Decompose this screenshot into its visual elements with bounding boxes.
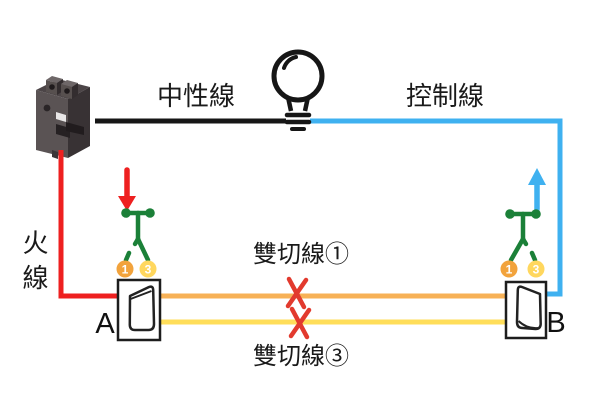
live-wire bbox=[58, 150, 119, 299]
breaker-toggle-lever bbox=[66, 122, 84, 135]
terminal-badge-circle bbox=[116, 260, 134, 278]
switch-b-contact-symbol bbox=[505, 209, 541, 263]
closed-leg bbox=[508, 236, 526, 263]
switch-a-terminal-1-badge: 1 bbox=[116, 260, 134, 278]
switch-b-rocker-bevel bbox=[517, 320, 539, 330]
cross-stroke bbox=[288, 307, 312, 339]
cross-mark-traveler-1 bbox=[285, 276, 309, 310]
rocker-switch-a bbox=[116, 278, 162, 342]
bulb-globe bbox=[271, 49, 325, 103]
breaker-screw bbox=[49, 84, 55, 90]
open-leg-dash bbox=[529, 250, 538, 263]
control-wire bbox=[310, 118, 563, 297]
breaker-terminal bbox=[46, 76, 63, 83]
traveler-3-label: 雙切線③ bbox=[253, 343, 349, 370]
terminal-badge-number: 1 bbox=[506, 263, 513, 277]
terminal-badge-number: 3 bbox=[533, 263, 540, 277]
breaker-label-slot bbox=[56, 112, 66, 122]
terminal-badge-number: 3 bbox=[145, 263, 152, 277]
contact-dot bbox=[145, 208, 155, 218]
live-wire-label: 火線 bbox=[19, 229, 48, 299]
bulb-neck bbox=[302, 96, 311, 112]
switch-b-terminal-1-badge: 1 bbox=[500, 260, 518, 278]
switch-a-rocker-bevel bbox=[130, 290, 152, 300]
breaker-terminal bbox=[61, 80, 78, 87]
rocker-switch-b bbox=[504, 280, 548, 340]
switch-a-rocker bbox=[128, 285, 156, 332]
open-leg-dash bbox=[123, 250, 132, 263]
cross-stroke bbox=[285, 277, 309, 309]
light-bulb-icon bbox=[271, 49, 325, 131]
breaker-screw bbox=[64, 88, 70, 94]
arrow-head-down-icon bbox=[118, 196, 136, 211]
open-leg-stub bbox=[520, 236, 529, 247]
terminal-badge-circle bbox=[500, 260, 518, 278]
closed-leg bbox=[135, 236, 151, 263]
terminal-badge-circle bbox=[527, 260, 545, 278]
switch-a-label: A bbox=[95, 308, 115, 340]
switch-a-terminal-3-badge: 3 bbox=[139, 260, 157, 278]
neutral-wire-label: 中性線 bbox=[157, 82, 235, 111]
current-up-arrow bbox=[528, 168, 546, 212]
terminal-badge-circle bbox=[139, 260, 157, 278]
control-wire-label: 控制線 bbox=[406, 82, 484, 111]
breaker-screw bbox=[43, 104, 51, 112]
switch-b-terminal-3-badge: 3 bbox=[527, 260, 545, 278]
switch-a-contact-symbol bbox=[121, 208, 155, 263]
current-down-arrow bbox=[118, 167, 136, 211]
breaker-side-face bbox=[68, 87, 90, 158]
contact-dot bbox=[531, 209, 541, 219]
bulb-neck bbox=[285, 96, 294, 112]
circuit-breaker-icon bbox=[36, 76, 90, 159]
switch-b-label: B bbox=[546, 307, 565, 339]
breaker-tab bbox=[52, 150, 58, 159]
traveler-1-label: 雙切線① bbox=[253, 241, 349, 268]
arrow-head-up-icon bbox=[528, 168, 546, 185]
bulb-highlight bbox=[282, 55, 298, 70]
contact-dot bbox=[505, 209, 515, 219]
breaker-terminal bbox=[72, 83, 78, 99]
switch-b-rocker bbox=[515, 285, 542, 331]
breaker-front-face bbox=[36, 90, 68, 158]
cross-mark-traveler-3 bbox=[288, 306, 312, 340]
contact-dot bbox=[121, 208, 131, 218]
terminal-badge-number: 1 bbox=[122, 263, 129, 277]
